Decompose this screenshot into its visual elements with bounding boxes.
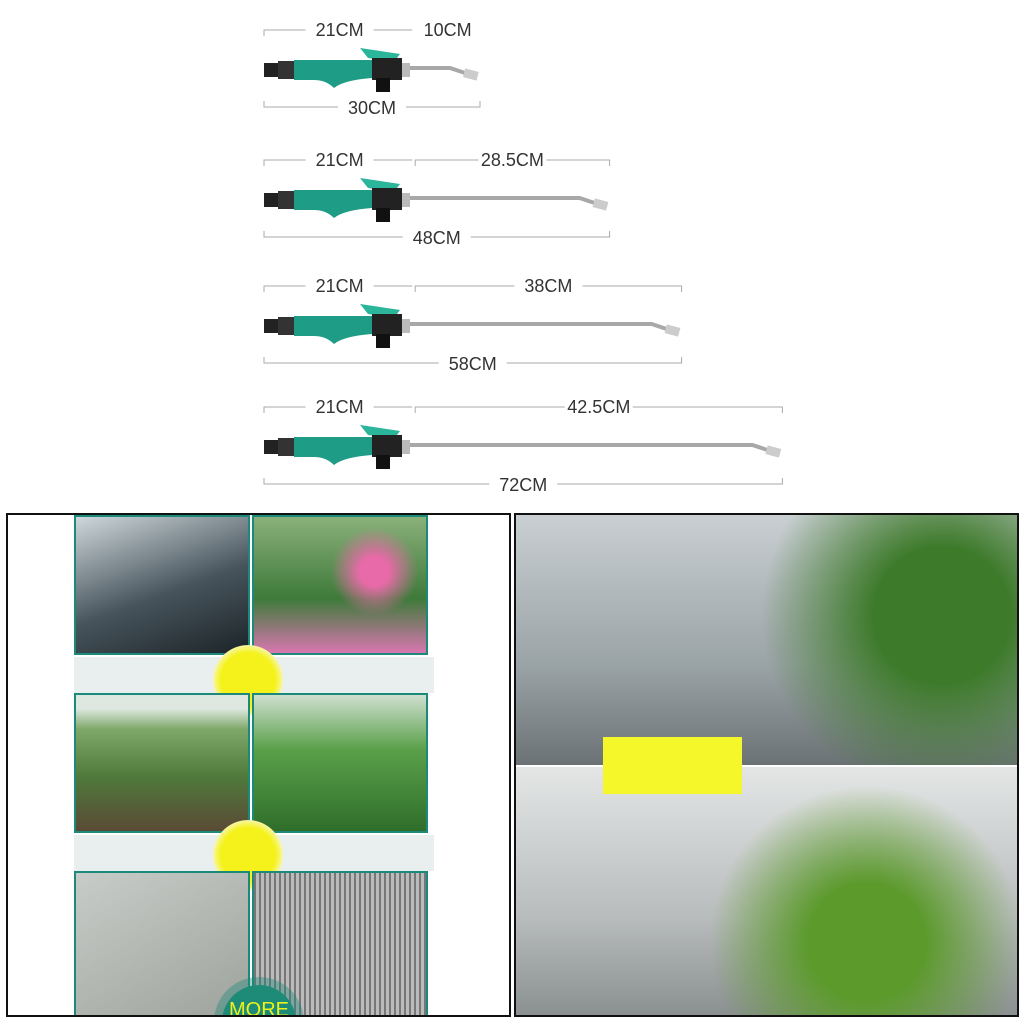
highlight-label-block — [603, 737, 742, 794]
total-length-label: 72CM — [499, 475, 547, 495]
product-row: 21CM 38CM 58CM — [263, 276, 683, 374]
product-row: 21CM 42.5CM 72CM — [263, 397, 783, 495]
label-background — [402, 228, 471, 246]
label-background — [564, 398, 633, 416]
extension-length-label: 38CM — [524, 276, 572, 296]
total-length-label: 58CM — [449, 354, 497, 374]
garden-watering-image — [252, 515, 428, 655]
spray-wand-image — [264, 304, 681, 348]
label-background — [514, 277, 583, 295]
extension-length-label: 10CM — [424, 20, 472, 40]
total-length-label: 30CM — [348, 98, 396, 118]
handle-length-label: 21CM — [316, 397, 364, 417]
handle-length-label: 21CM — [316, 150, 364, 170]
car-wash-image — [74, 515, 250, 655]
label-background — [478, 151, 547, 169]
spray-wand-image — [264, 178, 609, 222]
nozzle-spray-photo-bottom — [516, 767, 1017, 1015]
label-background — [305, 398, 374, 416]
total-length-label: 48CM — [413, 228, 461, 248]
handle-length-label: 21CM — [316, 276, 364, 296]
ac-unit-cleaning-image — [252, 871, 428, 1015]
handle-length-label: 21CM — [316, 20, 364, 40]
label-background — [305, 277, 374, 295]
spray-wand-image — [264, 425, 782, 469]
nozzle-spray-photo-top — [516, 515, 1017, 765]
floor-cleaning-image — [74, 871, 250, 1015]
extension-length-label: 28.5CM — [481, 150, 544, 170]
label-background — [438, 354, 507, 372]
crop-spraying-image — [252, 693, 428, 833]
usage-scenes-panel: MORE — [6, 513, 511, 1017]
label-background — [305, 21, 374, 39]
more-badge: MORE — [222, 985, 296, 1015]
label-background — [305, 151, 374, 169]
greenhouse-image — [74, 693, 250, 833]
nozzle-closeup-panel — [514, 513, 1019, 1017]
product-row: 21CM 10CM 30CM — [263, 20, 482, 118]
label-background — [413, 21, 482, 39]
product-row: 21CM 28.5CM 48CM — [263, 150, 611, 248]
label-background — [489, 475, 558, 493]
label-background — [338, 98, 406, 116]
extension-length-label: 42.5CM — [567, 397, 630, 417]
spray-wand-image — [264, 48, 479, 92]
